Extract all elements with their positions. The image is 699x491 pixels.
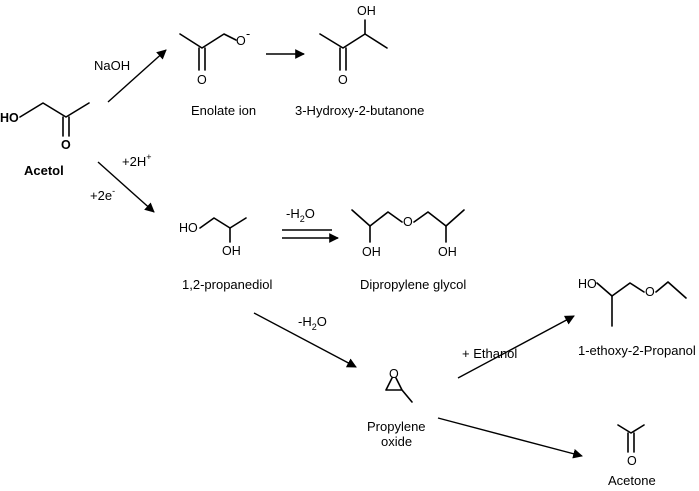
hydroxybutanone-o-label: O bbox=[338, 73, 348, 87]
reagent-2h-base: +2H bbox=[122, 154, 146, 169]
enolate-charge: - bbox=[246, 27, 250, 41]
propanediol-oh-label: OH bbox=[222, 244, 241, 258]
enolate-structure: O O - bbox=[179, 27, 250, 87]
ethoxypropanol-ho-label: HO bbox=[578, 277, 597, 291]
acetone-o-label: O bbox=[627, 454, 637, 468]
reagent-minus-water-2-sub: 2 bbox=[312, 322, 317, 332]
arrow-acetol-to-enolate bbox=[107, 49, 167, 103]
dipropylene-oh2-label: OH bbox=[438, 245, 457, 259]
propylene-oxide-ring bbox=[385, 377, 413, 403]
acetol-ho-label: HO bbox=[0, 111, 19, 125]
reagent-ethanol: + Ethanol bbox=[462, 346, 517, 361]
acetone-name: Acetone bbox=[608, 473, 656, 488]
enolate-skeleton bbox=[179, 33, 237, 49]
acetol-carbonyl-bond bbox=[62, 116, 70, 137]
propylene-oxide-name-line2: oxide bbox=[381, 434, 412, 449]
propanediol-structure: HO OH bbox=[179, 217, 247, 258]
enolate-o-minus-label: O bbox=[236, 34, 246, 48]
propylene-oxide-o-label: O bbox=[389, 367, 399, 381]
acetol-o-label: O bbox=[61, 138, 71, 152]
dipropylene-name: Dipropylene glycol bbox=[360, 277, 466, 292]
reagent-2e: +2e- bbox=[90, 186, 115, 203]
acetone-structure: O bbox=[617, 424, 645, 468]
hydroxybutanone-name: 3-Hydroxy-2-butanone bbox=[295, 103, 424, 118]
reagent-2e-base: +2e bbox=[90, 188, 112, 203]
dipropylene-o-label: O bbox=[403, 215, 413, 229]
ethoxypropanol-o-label: O bbox=[645, 285, 655, 299]
propylene-oxide-name-line1: Propylene bbox=[367, 419, 426, 434]
dipropylene-oh1-label: OH bbox=[362, 245, 381, 259]
propanediol-ho-label: HO bbox=[179, 221, 198, 235]
hydroxybutanone-skeleton bbox=[319, 33, 388, 49]
acetol-structure: HO O bbox=[0, 102, 90, 152]
reagent-2h: +2H+ bbox=[122, 152, 151, 169]
reagent-minus-water-1-post: O bbox=[305, 206, 315, 221]
acetol-skeleton bbox=[19, 102, 90, 118]
ethoxypropanol-name: 1-ethoxy-2-Propanol bbox=[578, 343, 696, 358]
dipropylene-oh-bonds bbox=[369, 225, 447, 243]
dipropylene-structure: O OH OH bbox=[351, 209, 465, 259]
propylene-oxide-structure: O bbox=[385, 367, 413, 403]
propanediol-skeleton bbox=[199, 217, 247, 229]
hydroxybutanone-oh-label: OH bbox=[357, 4, 376, 18]
ethoxypropanol-structure: HO O bbox=[578, 277, 687, 327]
dipropylene-skeleton bbox=[351, 209, 465, 227]
acetone-skeleton bbox=[617, 424, 645, 434]
reagent-minus-water-1-sub: 2 bbox=[300, 214, 305, 224]
reagent-minus-water-2: -H2O bbox=[298, 314, 327, 332]
reagent-minus-water-2-pre: -H bbox=[298, 314, 312, 329]
arrow-oxide-to-ethoxypropanol bbox=[457, 315, 575, 379]
acetone-carbonyl-bond bbox=[627, 432, 635, 453]
reagent-minus-water-1: -H2O bbox=[286, 206, 315, 224]
reagent-minus-water-2-post: O bbox=[317, 314, 327, 329]
enolate-name: Enolate ion bbox=[191, 103, 256, 118]
hydroxybutanone-structure: OH O bbox=[319, 4, 388, 87]
arrow-oxide-to-acetone bbox=[437, 417, 583, 459]
reagent-2e-sup: - bbox=[112, 186, 115, 196]
reagent-naoh: NaOH bbox=[94, 58, 130, 73]
enolate-o-label: O bbox=[197, 73, 207, 87]
enolate-carbonyl-bond bbox=[198, 47, 206, 71]
arrow-propanediol-to-oxide bbox=[253, 312, 357, 368]
acetol-name: Acetol bbox=[24, 163, 64, 178]
arrow-acetol-to-propanediol bbox=[97, 161, 155, 213]
ethoxypropanol-skeleton bbox=[596, 281, 687, 299]
propanediol-name: 1,2-propanediol bbox=[182, 277, 272, 292]
hydroxybutanone-carbonyl-bond bbox=[339, 47, 347, 71]
reagent-2h-sup: + bbox=[146, 152, 151, 162]
reagent-minus-water-1-pre: -H bbox=[286, 206, 300, 221]
